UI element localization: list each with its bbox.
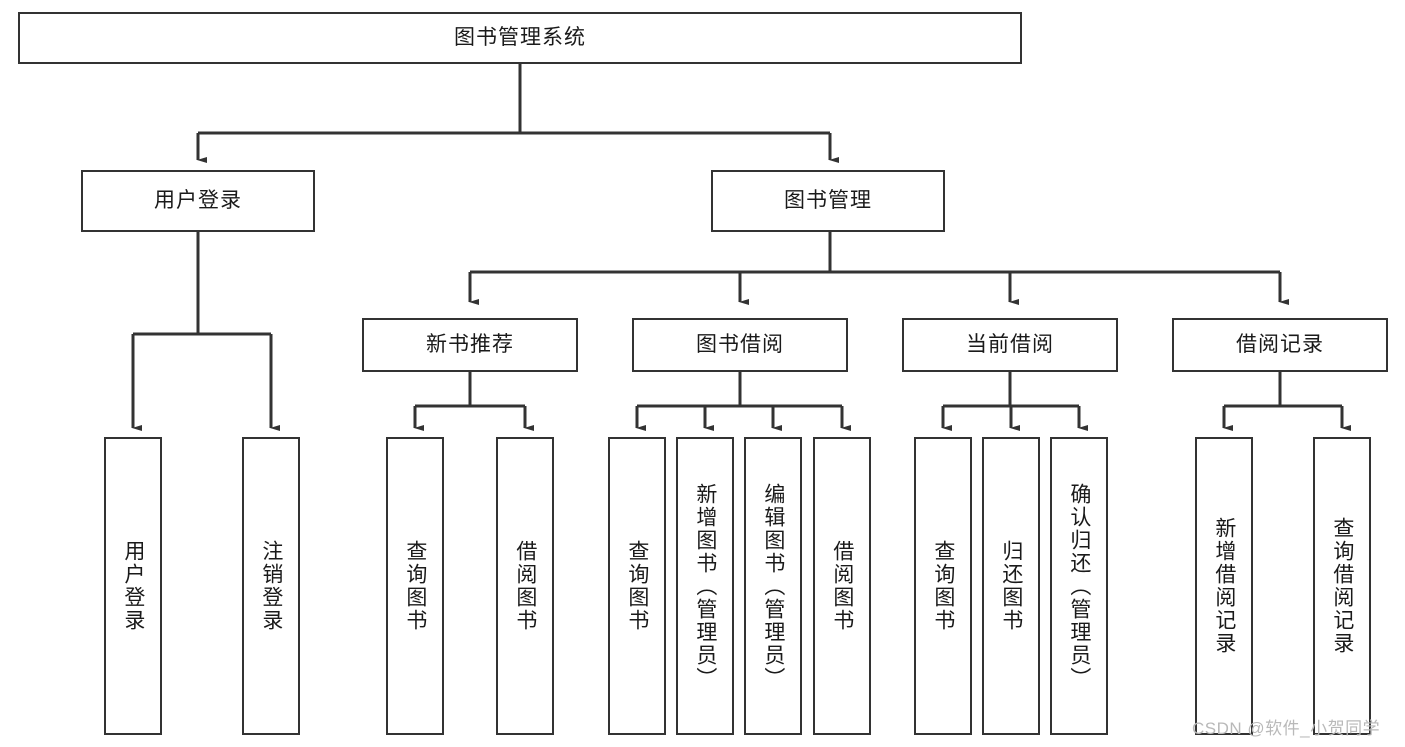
node-borrow-record[interactable]: 借阅记录: [1172, 318, 1388, 372]
node-label: 新增图书（管理员）: [693, 482, 717, 690]
node-label: 查询图书: [625, 540, 649, 632]
node-label: 归还图书: [999, 540, 1023, 632]
node-label: 注销登录: [259, 540, 283, 632]
node-label: 查询图书: [931, 540, 955, 632]
node-label: 查询借阅记录: [1330, 517, 1354, 655]
node-book-management[interactable]: 图书管理: [711, 170, 945, 232]
leaf-user-login-login[interactable]: 用户登录: [104, 437, 162, 735]
node-book-borrow[interactable]: 图书借阅: [632, 318, 848, 372]
leaf-current-borrow-query-book[interactable]: 查询图书: [914, 437, 972, 735]
node-label: 新书推荐: [426, 333, 514, 357]
node-label: 图书管理: [784, 189, 872, 213]
node-label: 借阅图书: [513, 540, 537, 632]
leaf-current-borrow-confirm-return-admin[interactable]: 确认归还（管理员）: [1050, 437, 1108, 735]
leaf-book-borrow-query-book[interactable]: 查询图书: [608, 437, 666, 735]
node-label: 确认归还（管理员）: [1067, 482, 1091, 690]
node-label: 查询图书: [403, 540, 427, 632]
node-label: 编辑图书（管理员）: [761, 482, 785, 690]
leaf-current-borrow-return-book[interactable]: 归还图书: [982, 437, 1040, 735]
node-current-borrow[interactable]: 当前借阅: [902, 318, 1118, 372]
node-label: 图书借阅: [696, 333, 784, 357]
leaf-book-borrow-edit-book-admin[interactable]: 编辑图书（管理员）: [744, 437, 802, 735]
node-root-book-management-system[interactable]: 图书管理系统: [18, 12, 1022, 64]
node-label: 当前借阅: [966, 333, 1054, 357]
leaf-book-borrow-add-book-admin[interactable]: 新增图书（管理员）: [676, 437, 734, 735]
leaf-book-borrow-borrow-book[interactable]: 借阅图书: [813, 437, 871, 735]
leaf-new-book-borrow-book[interactable]: 借阅图书: [496, 437, 554, 735]
node-label: 用户登录: [121, 540, 145, 632]
node-label: 借阅记录: [1236, 333, 1324, 357]
node-user-login[interactable]: 用户登录: [81, 170, 315, 232]
node-label: 用户登录: [154, 189, 242, 213]
leaf-borrow-record-query-record[interactable]: 查询借阅记录: [1313, 437, 1371, 735]
node-new-book-recommend[interactable]: 新书推荐: [362, 318, 578, 372]
node-label: 借阅图书: [830, 540, 854, 632]
leaf-borrow-record-add-record[interactable]: 新增借阅记录: [1195, 437, 1253, 735]
leaf-new-book-query-book[interactable]: 查询图书: [386, 437, 444, 735]
node-label: 图书管理系统: [454, 26, 586, 50]
leaf-user-login-logout[interactable]: 注销登录: [242, 437, 300, 735]
csdn-watermark: CSDN @软件_小贺同学: [1192, 719, 1381, 738]
node-label: 新增借阅记录: [1212, 517, 1236, 655]
